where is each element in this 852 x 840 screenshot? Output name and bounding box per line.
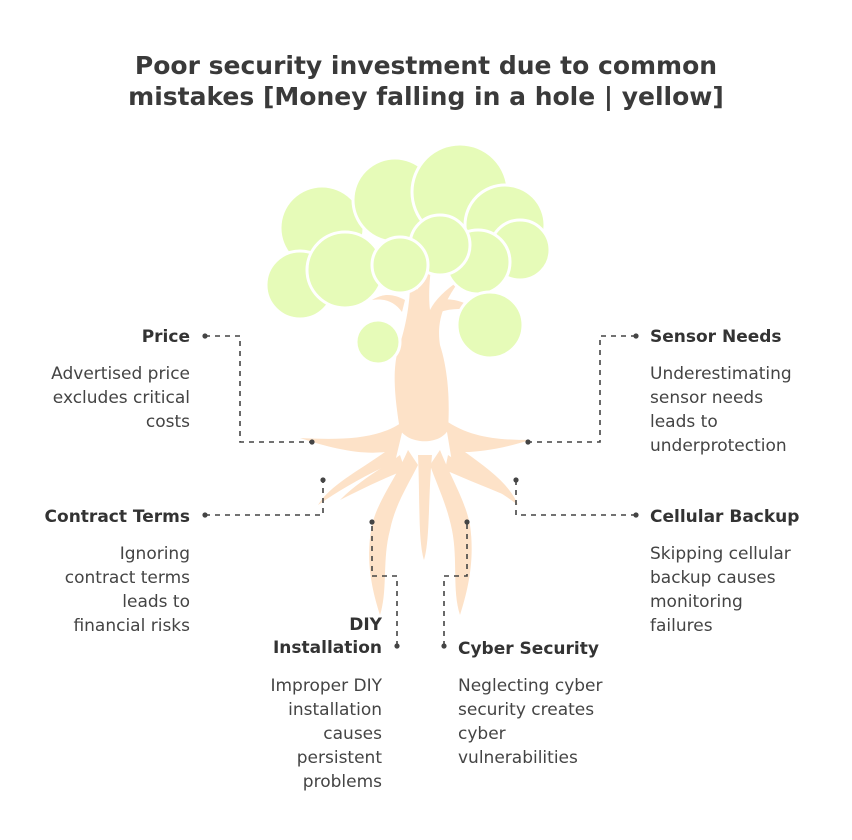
price-desc-line: excludes critical (52, 388, 190, 408)
contract-terms-description: Ignoring contract terms leads to financi… (65, 542, 190, 638)
diy-label-line: DIY (349, 615, 382, 635)
cellular-backup-description: Skipping cellular backup causes monitori… (650, 542, 791, 638)
cellular-backup-label: Cellular Backup (650, 507, 800, 527)
diagram-title: Poor security investment due to common m… (0, 50, 852, 112)
title-line-2: mistakes [Money falling in a hole | yell… (128, 82, 724, 111)
diy-installation-description: Improper DIY installation causes persist… (270, 674, 382, 794)
contract-desc-line: financial risks (73, 616, 190, 636)
cyber-desc-line: Neglecting cyber (458, 676, 603, 696)
tree-roots (300, 420, 530, 615)
sensor-desc-line: underprotection (650, 436, 787, 456)
cyber-security-label: Cyber Security (458, 639, 599, 659)
cyber-desc-line: cyber (458, 724, 506, 744)
cyber-desc-line: vulnerabilities (458, 748, 578, 768)
diy-installation-label: DIY Installation (273, 614, 382, 660)
connector-cellular (515, 480, 636, 516)
sensor-needs-label: Sensor Needs (650, 327, 782, 347)
connectors (205, 335, 636, 646)
cyber-security-description: Neglecting cyber security creates cyber … (458, 674, 603, 770)
root-mid-right (445, 455, 505, 495)
connector-diy (371, 522, 398, 646)
sensor-desc-line: sensor needs (650, 388, 764, 408)
root-center-left (369, 450, 418, 615)
diy-desc-line: installation (288, 700, 382, 720)
price-desc-line: costs (145, 412, 190, 432)
connector-sensor (528, 335, 636, 443)
root-left-main (300, 420, 405, 505)
diy-desc-line: causes (323, 724, 382, 744)
tree-branch-left (372, 295, 405, 312)
connector-dots (202, 333, 639, 649)
diy-desc-line: persistent (296, 748, 382, 768)
diy-desc-line: problems (302, 772, 382, 792)
cellular-desc-line: Skipping cellular (650, 544, 791, 564)
cellular-desc-line: backup causes (650, 568, 776, 588)
sensor-desc-line: leads to (650, 412, 718, 432)
contract-desc-line: contract terms (64, 568, 190, 588)
diy-label-line: Installation (272, 638, 382, 658)
contract-terms-label: Contract Terms (44, 507, 190, 527)
price-description: Advertised price excludes critical costs (51, 362, 190, 434)
cellular-desc-line: monitoring (650, 592, 743, 612)
sensor-needs-description: Underestimating sensor needs leads to un… (650, 362, 792, 458)
root-center (418, 455, 432, 560)
cyber-desc-line: security creates (458, 700, 595, 720)
cellular-desc-line: failures (650, 616, 713, 636)
title-line-1: Poor security investment due to common (134, 51, 718, 80)
sensor-desc-line: Underestimating (650, 364, 792, 384)
tree-canopy (264, 142, 552, 366)
connector-price (205, 335, 312, 443)
root-mid-left (340, 455, 405, 500)
connector-cyber (443, 522, 468, 646)
diy-desc-line: Improper DIY (270, 676, 382, 696)
contract-desc-line: Ignoring (119, 544, 190, 564)
price-label: Price (141, 327, 190, 347)
connector-contract (205, 480, 324, 516)
contract-desc-line: leads to (122, 592, 190, 612)
price-desc-line: Advertised price (51, 364, 190, 384)
root-center-right (430, 450, 472, 615)
root-right-main (445, 420, 530, 505)
